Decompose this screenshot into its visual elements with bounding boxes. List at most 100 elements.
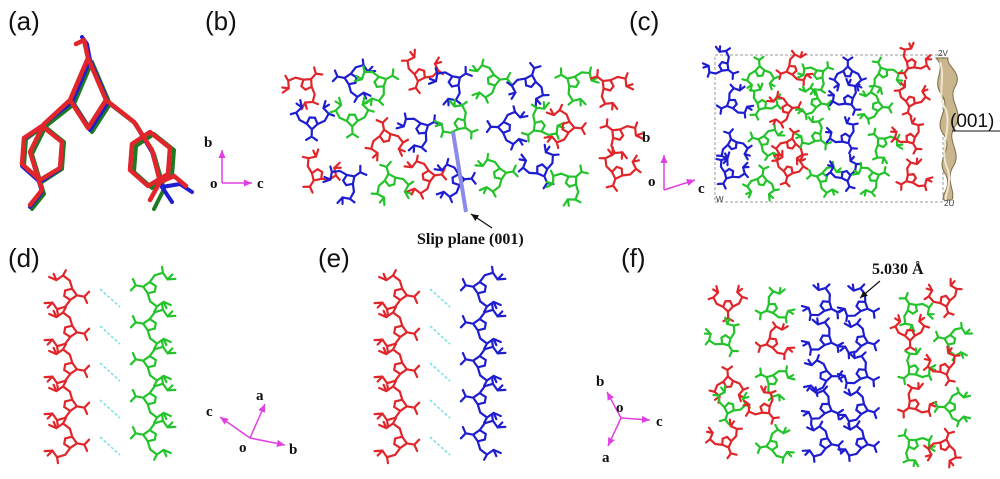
molecule-c-4-0 [828, 56, 867, 92]
molecule-b-1-0 [331, 58, 377, 103]
slip-plane-label: Slip plane (001) [417, 231, 524, 248]
molecule-b-2-1 [364, 117, 410, 162]
molecule-b-4-0 [427, 65, 473, 107]
molecule-f-right-0-4 [897, 428, 936, 468]
molecule-packE-right-0 [459, 265, 507, 313]
molecule-c-2-1 [766, 90, 804, 129]
molecule-f-mid-0-4 [801, 420, 844, 463]
panel-d-axes: a c o b [206, 388, 297, 458]
hbond-packD-2 [99, 362, 121, 382]
hbond-packD-0 [99, 288, 121, 308]
axis-a-arrow-e [607, 417, 622, 447]
molecule-c-6-0 [897, 41, 933, 80]
axis-a-arrow-d [249, 403, 266, 439]
molecule-packE-right-4 [459, 413, 507, 461]
molecule-b-7-0 [554, 66, 600, 107]
molecule-b-5-0 [468, 58, 513, 104]
molecule-c-5-3 [851, 161, 891, 198]
molecule-b-6-0 [506, 61, 550, 108]
molecule-packD-right-0 [129, 265, 177, 313]
molecule-packE-left-1 [373, 306, 421, 354]
panel-c-axes: b o c [642, 130, 705, 197]
molecule-c-4-1 [827, 77, 862, 116]
molecule-packD-right-3 [129, 376, 177, 424]
panel-label-c: (c) [629, 6, 660, 36]
hbond-packE-1 [429, 325, 451, 345]
axis-label-b-c: b [642, 130, 650, 146]
molecule-packD-left-4 [43, 417, 91, 465]
molecule-packD-left-2 [43, 343, 91, 391]
molecule-f-left-0-2 [708, 365, 750, 404]
molecule-c-6-1 [893, 79, 931, 118]
slip-plane-line [451, 131, 468, 213]
molecule-f-left-1-0 [754, 286, 796, 324]
panel-e-axes: b o c a [596, 374, 663, 466]
molecule-f-right-0-0 [898, 291, 935, 333]
molecule-c-0-1 [715, 83, 755, 119]
axis-label-b-d: b [289, 442, 297, 458]
molecule-c-1-2 [747, 123, 786, 161]
axis-label-o-e: o [616, 400, 624, 416]
plane-001-label: (001) [950, 111, 994, 132]
molecule-f-right-1-2 [922, 345, 961, 387]
molecule-c-5-2 [867, 127, 904, 165]
molecule-packD-left-0 [43, 269, 91, 317]
hbond-packE-2 [429, 362, 451, 382]
molecule-f-left-1-2 [754, 365, 796, 402]
molecule-c-4-2 [824, 116, 859, 155]
molecule-b-2-2 [370, 160, 415, 207]
axis-label-a-e: a [602, 450, 610, 466]
molecule-b-0-1 [289, 99, 336, 142]
molecule-f-left-1-1 [754, 321, 796, 361]
panel-label-e: (e) [318, 243, 350, 273]
molecule-f-mid-1-4 [837, 420, 880, 463]
molecule-c-0-0 [701, 45, 740, 81]
molecule-c-2-3 [771, 149, 809, 188]
molecule-packD-right-2 [129, 339, 177, 387]
axis-label-c-e: c [656, 414, 663, 430]
molecule-packE-left-2 [373, 343, 421, 391]
molecule-packE-right-2 [459, 339, 507, 387]
axis-b-arrow-e [606, 391, 622, 419]
molecule-c-3-2 [794, 115, 833, 151]
molecule-f-mid-0-3 [800, 385, 845, 426]
molecule-f-right-0-3 [897, 382, 938, 419]
panel-label-d: (d) [8, 243, 40, 273]
molecule-f-mid-1-3 [837, 386, 880, 428]
molecule-f-left-1-3 [742, 385, 780, 425]
molecule-b-5-1 [485, 105, 529, 151]
panel-label-b: (b) [205, 6, 237, 36]
hbond-packE-4 [429, 436, 451, 456]
molecule-f-right-1-0 [923, 277, 963, 319]
molecule-f-left-0-1 [703, 316, 740, 358]
molecule-b-6-1 [520, 101, 566, 143]
axis-label-c: c [257, 176, 264, 192]
molecule-c-1-3 [741, 164, 780, 202]
panel-label-a: (a) [8, 6, 40, 36]
hbond-packD-1 [99, 325, 121, 345]
molecule-packE-right-1 [459, 302, 507, 350]
molecule-b-4-1 [433, 98, 479, 140]
axis-c-arrow-e [620, 415, 651, 424]
molecule-c-0-2 [715, 128, 753, 167]
molecule-c-4-3 [825, 153, 863, 193]
molecule-f-left-0-0 [707, 284, 749, 323]
molecule-b-0-2 [301, 148, 342, 194]
molecule-b-8-2 [598, 146, 642, 192]
axis-label-a-d: a [256, 388, 264, 404]
cell-mark-2u: 2U [944, 199, 954, 208]
molecule-f-mid-0-1 [800, 317, 845, 356]
molecule-b-7-2 [545, 164, 589, 207]
molecule-f-right-0-1 [889, 313, 931, 352]
cell-mark-w: W [716, 195, 724, 204]
axis-c-arrow-d [219, 416, 251, 439]
molecule-packE-left-0 [373, 269, 421, 317]
panel-d-stack [43, 265, 177, 465]
molecule-c-6-2 [890, 116, 925, 155]
panel-e-stack [373, 265, 507, 465]
molecule-b-8-1 [599, 118, 644, 160]
molecule-f-left-1-4 [754, 423, 795, 464]
hbond-packE-3 [429, 399, 451, 419]
molecule-f-mid-1-2 [836, 350, 880, 390]
axis-label-origin: o [210, 176, 218, 192]
